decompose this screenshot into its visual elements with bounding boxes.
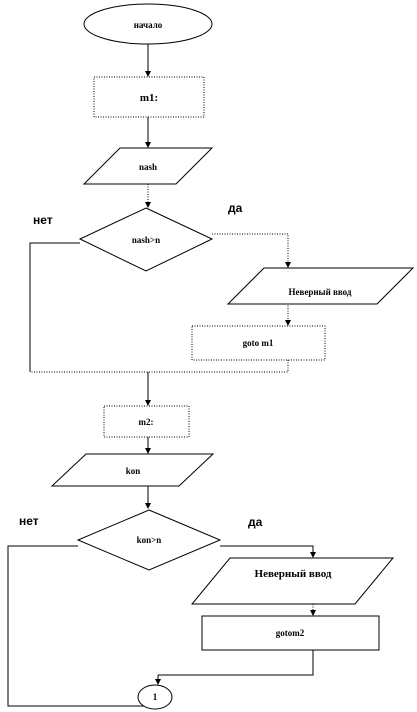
arrow-head	[145, 142, 151, 148]
nash-label: nash	[139, 162, 157, 172]
nash-input	[82, 147, 214, 185]
m1-label: m1:	[140, 92, 158, 104]
branch-no-1: нет	[33, 213, 53, 227]
branch-yes-2: да	[248, 515, 263, 529]
start-label: начало	[134, 20, 163, 30]
branch-no-2: нет	[19, 514, 39, 528]
m2-label: m2:	[139, 417, 154, 427]
arrow-head	[145, 400, 151, 406]
cond2-decision	[76, 509, 222, 571]
goto1-process	[191, 325, 326, 361]
connector-goto1-merge	[30, 360, 289, 373]
connectors	[7, 44, 314, 707]
arrow-head	[310, 610, 316, 616]
err2-label: Неверный ввод	[255, 568, 332, 580]
goto2-process	[201, 615, 380, 651]
arrow-head	[155, 679, 161, 685]
end-connector-label: 1	[153, 692, 158, 702]
arrow-head	[145, 71, 151, 77]
arrow-head	[285, 320, 291, 326]
arrow-head	[310, 552, 316, 558]
kon-label: kon	[126, 466, 141, 476]
end-connector	[137, 684, 173, 710]
start-terminator	[83, 3, 213, 45]
m1-process	[93, 76, 205, 118]
arrowheads	[145, 71, 316, 685]
branch-yes-1: да	[228, 201, 243, 215]
m2-process	[103, 405, 190, 438]
connector-cond2-no	[7, 545, 158, 707]
cond2-label: kon>n	[137, 535, 162, 545]
arrow-head	[285, 262, 291, 268]
arrow-head	[145, 448, 151, 454]
cond1-label: nash>n	[132, 235, 160, 245]
connector-cond2-yes	[220, 545, 314, 556]
connector-cond1-no	[29, 242, 80, 372]
arrow-head	[145, 503, 151, 509]
goto2-label: gotom2	[276, 628, 305, 638]
goto1-label: goto m1	[243, 338, 274, 348]
err2-output	[190, 557, 395, 605]
connector-goto2-end	[158, 650, 314, 676]
err1-label: Неверный ввод	[289, 287, 352, 297]
kon-input	[50, 453, 215, 487]
arrow-head	[145, 202, 151, 208]
err1-output	[226, 267, 415, 305]
connector-cond1-yes	[212, 233, 289, 266]
cond1-decision	[78, 207, 214, 272]
